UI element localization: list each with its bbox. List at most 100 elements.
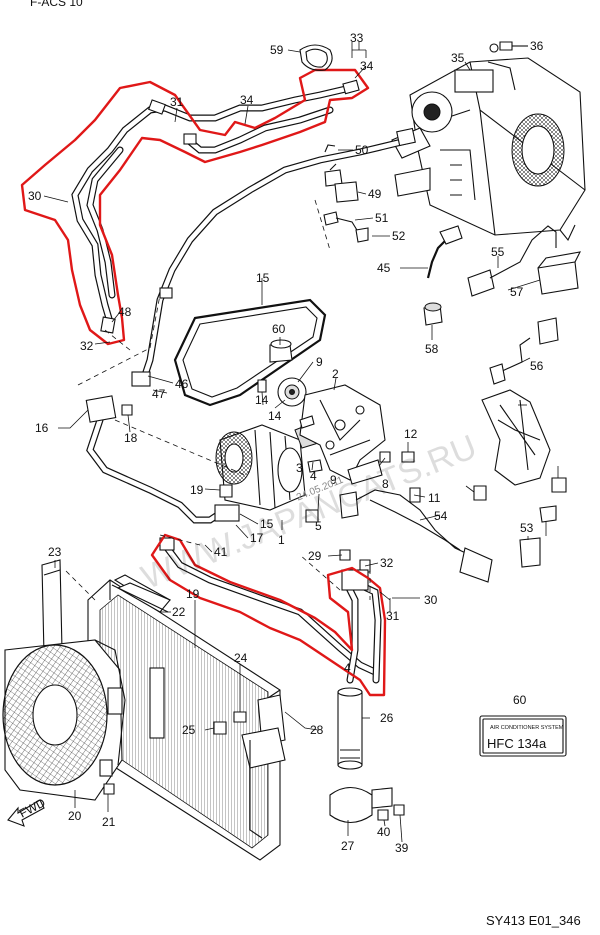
bolts-57-59	[473, 477, 567, 568]
callout-4: 4	[310, 469, 317, 483]
callout-44: 49	[368, 187, 382, 201]
callout-27: 30	[424, 593, 438, 607]
callout-51: 56	[530, 359, 544, 373]
harness-49	[369, 499, 461, 551]
callout-16: 19	[186, 587, 200, 601]
callout-40: 45	[377, 261, 391, 275]
callout-55: 60	[513, 693, 527, 707]
callout-20: 23	[48, 545, 62, 559]
callout-1: 1	[278, 533, 285, 547]
header-fragment: F-ACS 10	[30, 0, 83, 9]
callout-34a: 31	[170, 95, 184, 109]
callout-3: 3	[296, 461, 303, 475]
compressor-bracket	[299, 384, 386, 485]
harness-51	[489, 317, 559, 385]
callout-47: 52	[392, 229, 406, 243]
tensioner-pulley	[277, 377, 307, 407]
callout-23: 26	[380, 711, 394, 725]
callout-31: 40	[377, 825, 391, 839]
idler-60	[269, 339, 293, 363]
compressor	[215, 419, 329, 511]
callout-17: 20	[68, 809, 82, 823]
callouts: 59 33 34 35 36 31 34 30 48 32 15 60 46 4…	[28, 31, 544, 855]
callout-46: 51	[375, 211, 389, 225]
callout-6a: 8	[382, 477, 389, 491]
callout-26: 29	[308, 549, 322, 563]
callout-10: 14	[268, 409, 282, 423]
callout-42: 47	[152, 387, 166, 401]
ac-decal: 60 AIR CONDITIONER SYSTEM HFC 134a	[479, 693, 567, 757]
callout-19: 22	[172, 605, 186, 619]
hvac-unit	[391, 43, 586, 242]
callout-50: 55	[491, 245, 505, 259]
red-highlight-upper	[20, 68, 370, 346]
drier-bracket	[329, 786, 393, 824]
leader-lines	[43, 42, 559, 843]
bolt-39	[499, 41, 528, 51]
bolts-30-31	[377, 804, 405, 821]
suction-pipe	[131, 127, 416, 387]
callout-45: 50	[355, 143, 369, 157]
dashed-line-2	[114, 419, 246, 476]
pressure-switch	[339, 489, 493, 583]
callout-12: 15	[256, 271, 270, 285]
bolts-condenser	[103, 711, 247, 795]
seal-19	[111, 582, 171, 613]
suction-hose-upper	[71, 79, 360, 334]
fwd-label: FWD	[17, 795, 48, 820]
callout-39: 36	[530, 39, 544, 53]
callout-38: 35	[451, 51, 465, 65]
fwd-arrow: FWD	[7, 795, 48, 827]
callout-29: 32	[380, 556, 394, 570]
hose-14	[85, 395, 240, 524]
condenser-brackets	[241, 694, 286, 839]
callout-2: 2	[332, 367, 339, 381]
decal-refrigerant: HFC 134a	[487, 736, 547, 751]
callout-30: 39	[395, 841, 409, 855]
callout-34b: 32	[80, 339, 94, 353]
callout-52: 57	[510, 285, 524, 299]
band-53	[299, 44, 333, 71]
callout-36: 34	[360, 59, 374, 73]
callout-15a: 18	[124, 431, 138, 445]
callout-48: 53	[520, 521, 534, 535]
callout-14a: 16	[35, 421, 49, 435]
callout-18: 21	[102, 815, 116, 829]
dashed-line-4	[159, 534, 201, 546]
callout-11: 14	[255, 393, 269, 407]
sensor-54	[423, 302, 443, 326]
dashed-line-3	[104, 329, 131, 351]
red-highlight-lower	[150, 533, 387, 697]
bolts-compressor	[121, 379, 421, 573]
callout-15b: 19	[190, 483, 204, 497]
callout-4b: 4	[344, 661, 351, 675]
callout-49: 54	[434, 509, 448, 523]
dashed-line-6	[64, 569, 96, 601]
callout-21: 24	[234, 651, 248, 665]
callout-37: 34	[240, 93, 254, 107]
callout-32: 41	[214, 545, 228, 559]
callout-35: 33	[350, 31, 364, 45]
decal-small-text: AIR CONDITIONER SYSTEM	[490, 725, 564, 731]
callout-7: 9	[316, 355, 323, 369]
callout-9: 12	[404, 427, 418, 441]
callout-8: 11	[428, 491, 441, 505]
callout-41: 46	[175, 377, 189, 391]
callout-60: 60	[272, 322, 286, 336]
callout-53: 59	[270, 43, 284, 57]
callout-14b: 17	[250, 531, 264, 545]
callout-13: 15	[260, 517, 274, 531]
receiver-drier	[337, 687, 363, 770]
diagram-code: SY413 E01_346	[486, 913, 581, 928]
resistor-45-47	[323, 163, 369, 243]
callout-25: 28	[310, 723, 324, 737]
callout-6b: 9	[330, 473, 337, 487]
drive-belt	[173, 298, 327, 407]
condenser-fan	[2, 639, 126, 801]
hose-40	[426, 225, 463, 279]
seal-20	[41, 559, 63, 656]
amp-50-52	[467, 225, 581, 297]
callout-22: 25	[182, 723, 196, 737]
callout-33: 30	[28, 189, 42, 203]
